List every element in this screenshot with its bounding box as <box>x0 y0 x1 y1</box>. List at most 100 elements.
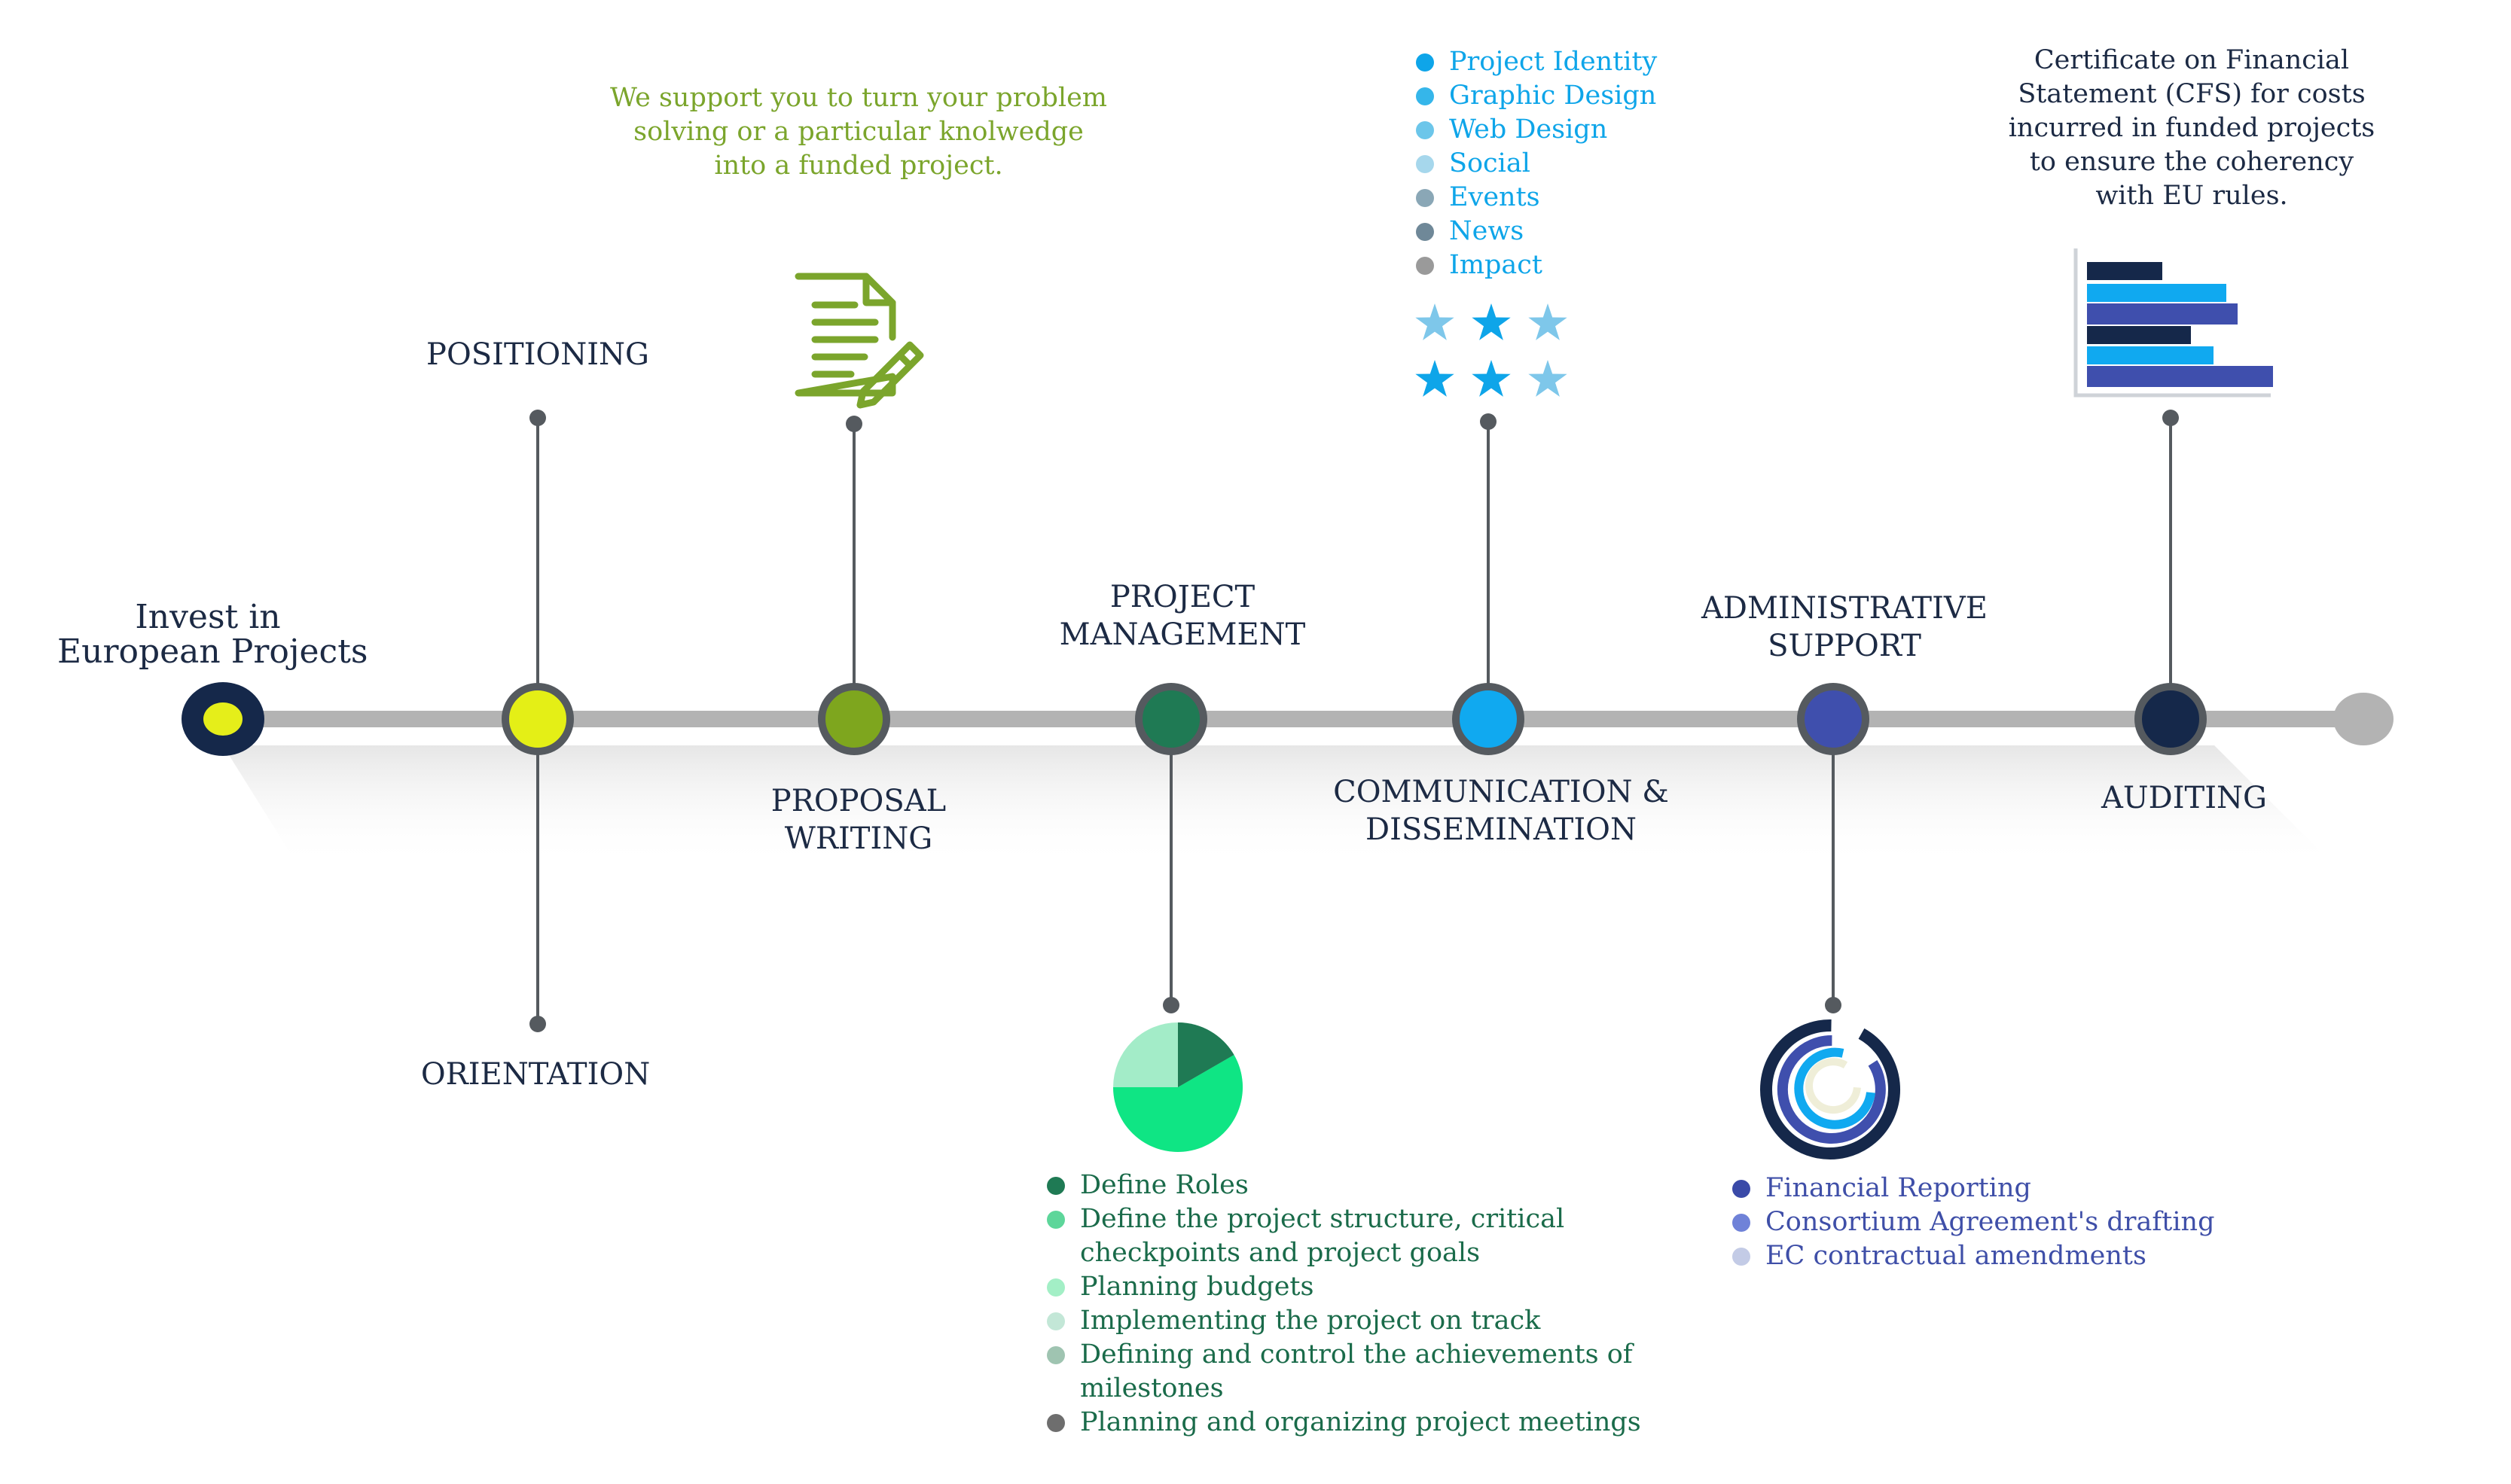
bar-5 <box>2087 346 2214 364</box>
bar-4 <box>2087 326 2191 344</box>
list-item: Events <box>1416 181 1657 215</box>
positioning-label: POSITIONING <box>387 336 688 373</box>
bullet-dot <box>1416 223 1434 241</box>
bullet-dot <box>1416 257 1434 275</box>
bar-chart-axes <box>2073 248 2271 398</box>
list-item: News <box>1416 215 1657 248</box>
document-edit-icon <box>795 273 924 409</box>
bullet-dot <box>1047 1414 1065 1432</box>
endpoint-orientation <box>529 1016 546 1032</box>
list-item-text: Impact <box>1449 250 1542 280</box>
list-item-text: Define Roles <box>1080 1170 1249 1200</box>
positioning-label-line-1: POSITIONING <box>426 337 649 372</box>
bullet-dot <box>1047 1211 1065 1229</box>
list-item-text: Consortium Agreement's drafting <box>1765 1207 2215 1237</box>
timeline-end-cap <box>2333 693 2394 745</box>
radial-arc-3 <box>1794 1047 1875 1129</box>
star-3 <box>1528 303 1567 340</box>
communication-label-line-2: DISSEMINATION <box>1365 812 1637 847</box>
list-item: Implementing the project on track <box>1047 1304 1641 1338</box>
communication-list: Project Identity Graphic Design Web Desi… <box>1416 45 1657 282</box>
node-proposal-writing <box>818 683 890 755</box>
auditing-label-line-1: AUDITING <box>2101 781 2267 815</box>
star-5 <box>1472 360 1511 397</box>
node-positioning <box>502 683 574 755</box>
communication-label-line-1: COMMUNICATION & <box>1333 775 1669 809</box>
list-item-text: Events <box>1449 182 1540 212</box>
bullet-dot <box>1416 189 1434 207</box>
start-label-line-1: Invest in <box>135 598 281 636</box>
list-item-text: Planning budgets <box>1080 1272 1314 1302</box>
node-communication <box>1452 683 1524 755</box>
list-item-text: Social <box>1449 148 1530 178</box>
star-1 <box>1415 303 1454 340</box>
proposal-writing-label-line-1: PROPOSAL <box>770 784 947 818</box>
list-item: EC contractual amendments <box>1732 1239 2215 1273</box>
bullet-dot <box>1732 1248 1750 1266</box>
list-item-text: Planning and organizing project meetings <box>1080 1407 1641 1437</box>
list-item: Consortium Agreement's drafting <box>1732 1205 2215 1239</box>
endpoint-proposal <box>846 416 862 432</box>
list-item-text: Graphic Design <box>1449 81 1657 111</box>
orientation-label: ORIENTATION <box>385 1056 686 1093</box>
list-item: Graphic Design <box>1416 79 1657 113</box>
auditing-description-line-5: with EU rules. <box>2095 181 2288 211</box>
list-item: Financial Reporting <box>1732 1172 2215 1205</box>
endpoint-positioning <box>529 410 546 426</box>
list-item-text: Project Identity <box>1449 47 1658 77</box>
list-item: Web Design <box>1416 113 1657 147</box>
administrative-list: Financial Reporting Consortium Agreement… <box>1732 1172 2215 1273</box>
communication-label: COMMUNICATION & DISSEMINATION <box>1313 773 1689 849</box>
bullet-dot <box>1047 1177 1065 1195</box>
project-management-label: PROJECT MANAGEMENT <box>1032 578 1333 654</box>
project-management-list: Define Roles Define the project structur… <box>1047 1169 1641 1440</box>
radial-arc-1 <box>1760 1019 1901 1159</box>
radial-arc-4 <box>1805 1058 1861 1114</box>
bullet-dot <box>1732 1214 1750 1232</box>
list-item-text: milestones <box>1080 1373 1224 1403</box>
start-label: Invest in European Projects <box>57 598 368 671</box>
bar-2 <box>2087 284 2226 302</box>
list-item: Impact <box>1416 248 1657 282</box>
bullet-dot <box>1047 1346 1065 1364</box>
bullet-dot <box>1416 53 1434 72</box>
list-item: Define the project structure, critical ch… <box>1047 1202 1641 1270</box>
connector-endpoints <box>529 410 2179 1032</box>
node-project-management <box>1135 683 1207 755</box>
proposal-writing-description: We support you to turn your problem solv… <box>595 81 1122 183</box>
endpoint-auditing <box>2162 410 2179 426</box>
proposal-writing-label: PROPOSAL WRITING <box>708 782 1009 858</box>
project-management-label-line-2: MANAGEMENT <box>1059 617 1306 652</box>
radial-arc-2 <box>1777 1035 1886 1144</box>
endpoint-administrative <box>1825 997 1841 1013</box>
auditing-description-line-3: incurred in funded projects <box>2008 113 2375 143</box>
auditing-description-line-1: Certificate on Financial <box>2034 45 2350 75</box>
orientation-label-line-1: ORIENTATION <box>420 1057 651 1092</box>
endpoint-communication <box>1480 413 1497 430</box>
proposal-description-line-1: We support you to turn your problem <box>610 83 1107 113</box>
pie-chart-icon <box>1113 1022 1243 1152</box>
node-auditing <box>2134 683 2207 755</box>
bar-chart-icon <box>2073 248 2273 398</box>
pie-slice-large <box>1113 1055 1243 1152</box>
radial-chart-icon <box>1760 1019 1901 1159</box>
administrative-label-line-2: SUPPORT <box>1768 629 1921 663</box>
auditing-label: AUDITING <box>2034 779 2335 817</box>
bullet-dot <box>1047 1312 1065 1330</box>
start-label-line-2: European Projects <box>57 632 368 671</box>
list-item-text: Financial Reporting <box>1765 1173 2031 1203</box>
auditing-description: Certificate on Financial Statement (CFS)… <box>1988 44 2395 213</box>
timeline-shadow <box>223 745 2335 866</box>
star-6 <box>1528 360 1567 397</box>
endpoint-project-management <box>1163 997 1179 1013</box>
bullet-dot <box>1416 87 1434 105</box>
list-item-text: Define the project structure, critical <box>1080 1204 1565 1234</box>
bar-3 <box>2087 303 2238 325</box>
bullet-dot <box>1047 1278 1065 1297</box>
start-node-core <box>203 702 243 736</box>
list-item: Planning budgets <box>1047 1270 1641 1304</box>
bar-1 <box>2087 262 2162 280</box>
list-item-text: EC contractual amendments <box>1765 1241 2146 1271</box>
bar-6 <box>2087 366 2273 387</box>
list-item-text: checkpoints and project goals <box>1080 1238 1481 1268</box>
